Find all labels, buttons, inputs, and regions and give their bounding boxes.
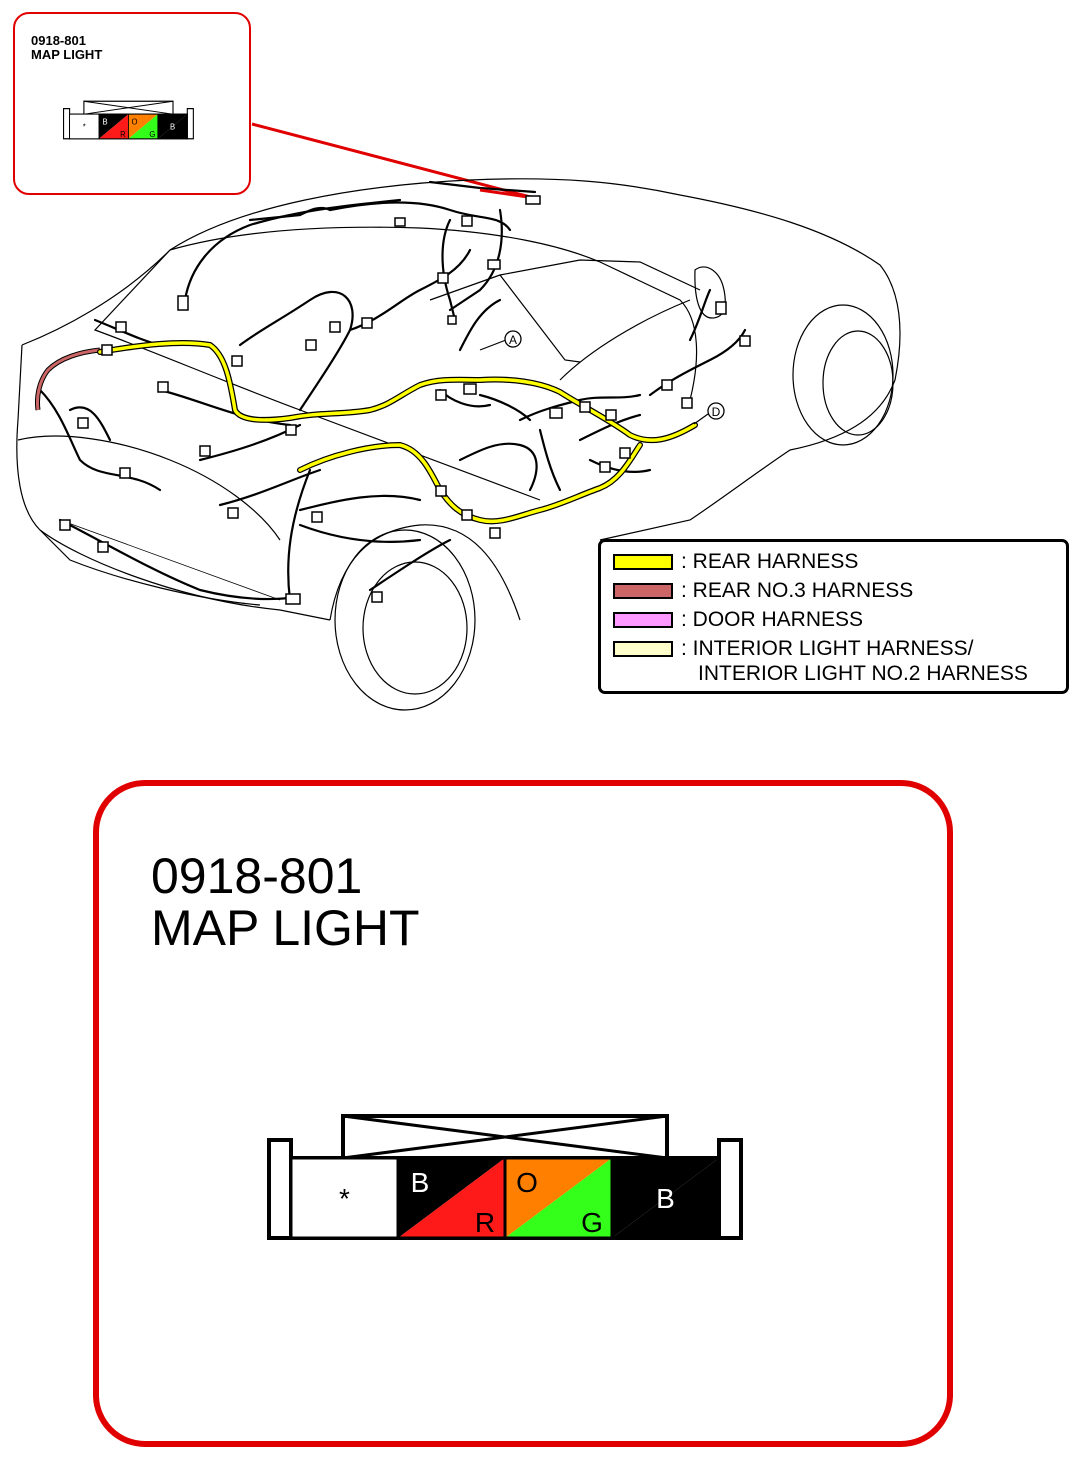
legend-swatch <box>613 641 673 657</box>
legend-label-continuation: INTERIOR LIGHT NO.2 HARNESS <box>698 662 1028 685</box>
connector-latch-cross <box>83 100 174 115</box>
legend-swatch <box>613 554 673 570</box>
terminal-cavity-bottom <box>99 114 129 139</box>
terminal-stripe-color-label: R <box>475 1207 495 1238</box>
terminal-cavity-bottom <box>291 1158 398 1238</box>
callout-leader-line <box>251 122 539 201</box>
connector-side-post <box>717 1138 743 1240</box>
marker-d-label: D <box>712 405 721 419</box>
callout-small-name: MAP LIGHT <box>31 47 103 62</box>
callout-small-code: 0918-801 <box>31 33 86 48</box>
marker-a: A <box>479 330 522 351</box>
connector-face-large: * B RO G B <box>267 1114 743 1240</box>
connector-side-post <box>267 1138 293 1240</box>
car-wiring-illustration: A D <box>16 122 901 711</box>
terminal-wire-color-label: B <box>656 1183 675 1214</box>
callout-large-name: MAP LIGHT <box>151 900 420 956</box>
rear-no3-harness <box>35 347 101 411</box>
terminal-cavity <box>610 1156 721 1240</box>
terminal-wire-color-label: O <box>516 1167 538 1198</box>
legend-item: : REAR HARNESS <box>613 550 858 574</box>
terminal-wire-color-label: B <box>411 1167 430 1198</box>
terminal-cavity-bottom <box>157 114 188 139</box>
rear-no3-harness-fill <box>36 348 101 411</box>
connector-symbols <box>59 195 751 605</box>
terminal-stripe-color-label: G <box>581 1207 603 1238</box>
legend-label: : DOOR HARNESS <box>681 608 864 631</box>
terminal-wire-color-label: B <box>170 122 176 131</box>
legend-label: : INTERIOR LIGHT HARNESS/ <box>681 637 974 660</box>
terminal-cavity-bottom <box>612 1158 719 1238</box>
terminal-stripe-color-label: G <box>149 130 155 139</box>
terminal-wire-color-label: B <box>103 117 109 126</box>
terminal-wire-color-label: O <box>132 117 138 126</box>
callout-large-code: 0918-801 <box>151 848 363 904</box>
harness-legend: : REAR HARNESS : REAR NO.3 HARNESS : DOOR … <box>598 539 1069 694</box>
connector-side-post <box>186 108 194 140</box>
harness-black-wiring <box>38 180 747 602</box>
legend-item: : REAR NO.3 HARNESS <box>613 579 913 603</box>
legend-item: : INTERIOR LIGHT HARNESS/ <box>613 637 974 661</box>
terminal-cavity <box>157 113 188 140</box>
terminal-cavity-bottom <box>398 1158 505 1238</box>
rear-harness-yellow <box>97 339 698 525</box>
connector-side-post <box>63 108 71 140</box>
terminal-wire-color-label: * <box>83 122 87 131</box>
terminal-cavity-bottom <box>128 114 158 139</box>
connector-latch-cross <box>342 1114 668 1160</box>
terminal-cavity-bottom <box>505 1158 612 1238</box>
connector-face-mini: * B RO G B <box>63 100 194 140</box>
legend-swatch <box>613 612 673 628</box>
terminal-stripe-color-label: R <box>120 130 126 139</box>
marker-d: D <box>693 402 725 425</box>
legend-label: : REAR NO.3 HARNESS <box>681 579 914 602</box>
terminal-wire-color-label: * <box>339 1183 350 1214</box>
marker-a-label: A <box>509 333 517 347</box>
legend-label: : REAR HARNESS <box>681 550 859 573</box>
legend-swatch <box>613 583 673 599</box>
legend-item: : DOOR HARNESS <box>613 608 863 632</box>
